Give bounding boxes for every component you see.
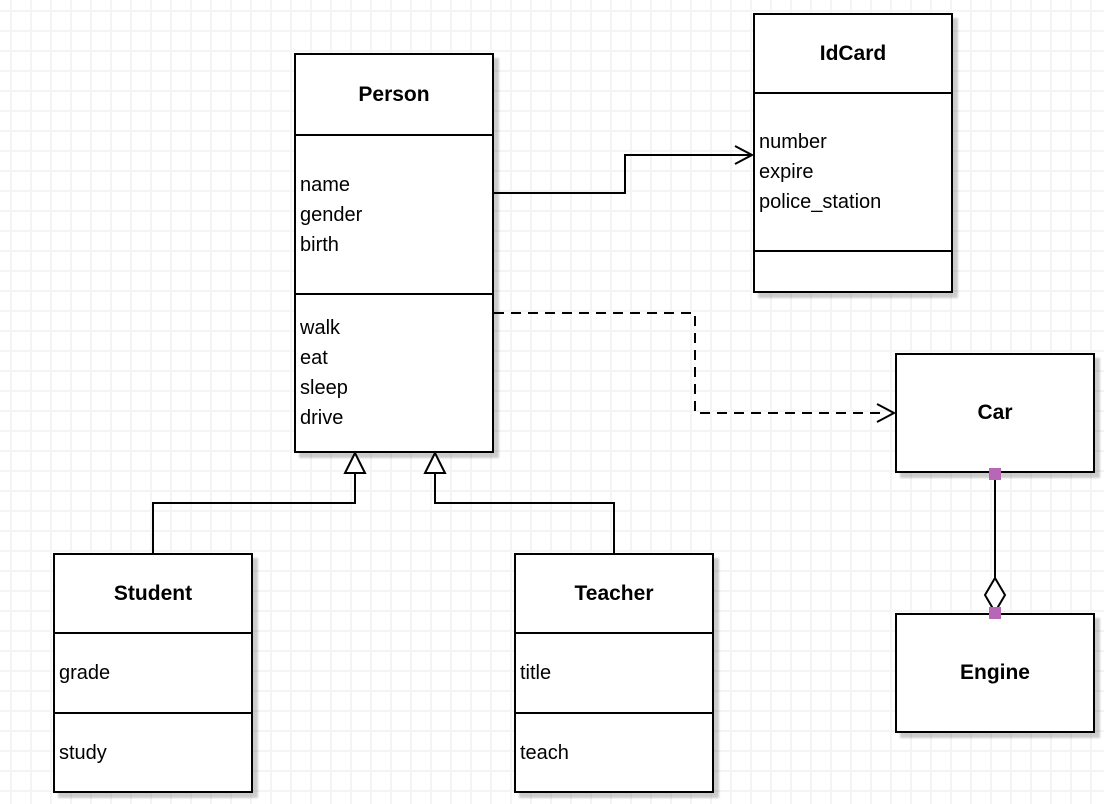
student-attributes-compartment: grade [55, 634, 251, 714]
teacher-title: Teacher [516, 555, 712, 634]
method-item: drive [300, 407, 344, 429]
open-arrowhead-icon [735, 146, 752, 164]
method-item: study [59, 741, 107, 764]
method-item: walk [300, 317, 341, 339]
engine-title: Engine [959, 661, 1030, 684]
idcard-attributes-compartment: number expire police_station [755, 94, 951, 252]
hollow-triangle-icon [425, 453, 445, 473]
teacher-attributes-compartment: title [516, 634, 712, 714]
method-item: teach [520, 741, 569, 764]
dependency-person-car[interactable] [494, 313, 894, 422]
attribute-item: number [759, 131, 827, 153]
association-person-idcard[interactable] [494, 146, 752, 193]
teacher-methods-compartment: teach [516, 714, 712, 791]
method-item: sleep [300, 377, 348, 399]
attribute-item: gender [300, 203, 363, 226]
generalization-line [435, 473, 614, 553]
dependency-line [494, 313, 882, 413]
hollow-triangle-icon [345, 453, 365, 473]
idcard-title: IdCard [755, 15, 951, 94]
person-attributes-compartment: name gender birth [296, 136, 492, 295]
class-car[interactable]: Car [895, 353, 1095, 473]
method-item: eat [300, 347, 328, 369]
open-arrowhead-icon [877, 404, 894, 422]
idcard-methods-compartment [755, 252, 951, 291]
class-student[interactable]: Student grade study [53, 553, 253, 793]
attribute-item: grade [59, 662, 111, 684]
aggregation-car-engine[interactable] [985, 468, 1005, 619]
hollow-diamond-icon [985, 578, 1005, 612]
generalization-teacher-person[interactable] [425, 453, 614, 553]
person-methods-compartment: walk eat sleep drive [296, 295, 492, 451]
person-title: Person [296, 55, 492, 136]
generalization-student-person[interactable] [153, 453, 365, 553]
class-teacher[interactable]: Teacher title teach [514, 553, 714, 793]
attribute-item: title [520, 662, 552, 684]
attribute-item: birth [300, 233, 339, 256]
association-line [494, 155, 750, 193]
attribute-item: name [300, 173, 351, 196]
class-person[interactable]: Person name gender birth walk eat sleep … [294, 53, 494, 453]
class-engine[interactable]: Engine [895, 613, 1095, 733]
class-idcard[interactable]: IdCard number expire police_station [753, 13, 953, 293]
car-title: Car [977, 401, 1013, 424]
student-title: Student [55, 555, 251, 634]
student-methods-compartment: study [55, 714, 251, 791]
attribute-item: expire [759, 161, 814, 183]
attribute-item: police_station [759, 191, 882, 213]
generalization-line [153, 473, 355, 553]
